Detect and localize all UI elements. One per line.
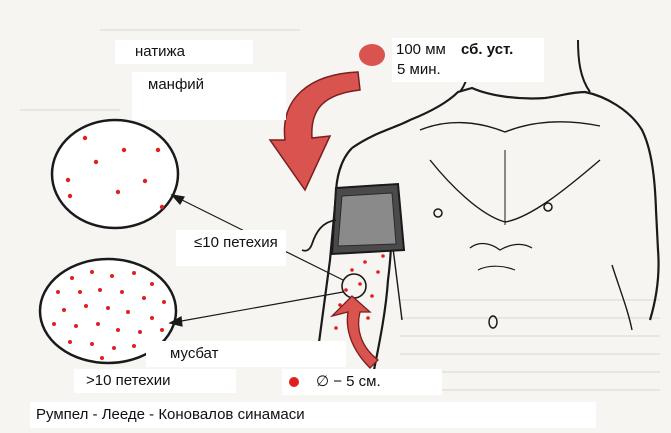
bp-cuff-inner <box>338 193 396 246</box>
abdomen-line <box>478 266 515 270</box>
positive-label: мусбат <box>146 341 346 367</box>
nipple-left <box>434 209 442 217</box>
duration: 5 мин. <box>397 61 441 78</box>
many-petechiae-label: >10 петехии <box>74 369 236 393</box>
pectorals <box>430 160 600 222</box>
measurement-circle <box>342 274 366 298</box>
ribs-lower <box>470 244 532 250</box>
diameter-text: ∅ − 5 см. <box>316 372 381 390</box>
nipple-right <box>544 203 552 211</box>
diameter-dot-icon <box>289 377 299 387</box>
pressure-unit: сб. уст. <box>461 41 513 58</box>
result-label: натижа <box>115 40 253 64</box>
pressure-dot-icon <box>359 44 385 66</box>
torso-right-side <box>612 265 632 330</box>
navel <box>489 316 497 328</box>
arm-petechiae <box>334 254 385 332</box>
neck-right <box>578 40 590 92</box>
few-petechiae-text: ≤10 петехия <box>194 234 278 251</box>
pressure-value: 100 мм <box>396 41 446 58</box>
clavicles <box>420 122 600 132</box>
torso-side <box>392 240 402 320</box>
negative-label: манфий <box>132 72 286 120</box>
test-name-label: Румпел - Лееде - Коновалов синамаси <box>30 402 596 428</box>
few-petechiae-circle <box>52 120 178 228</box>
